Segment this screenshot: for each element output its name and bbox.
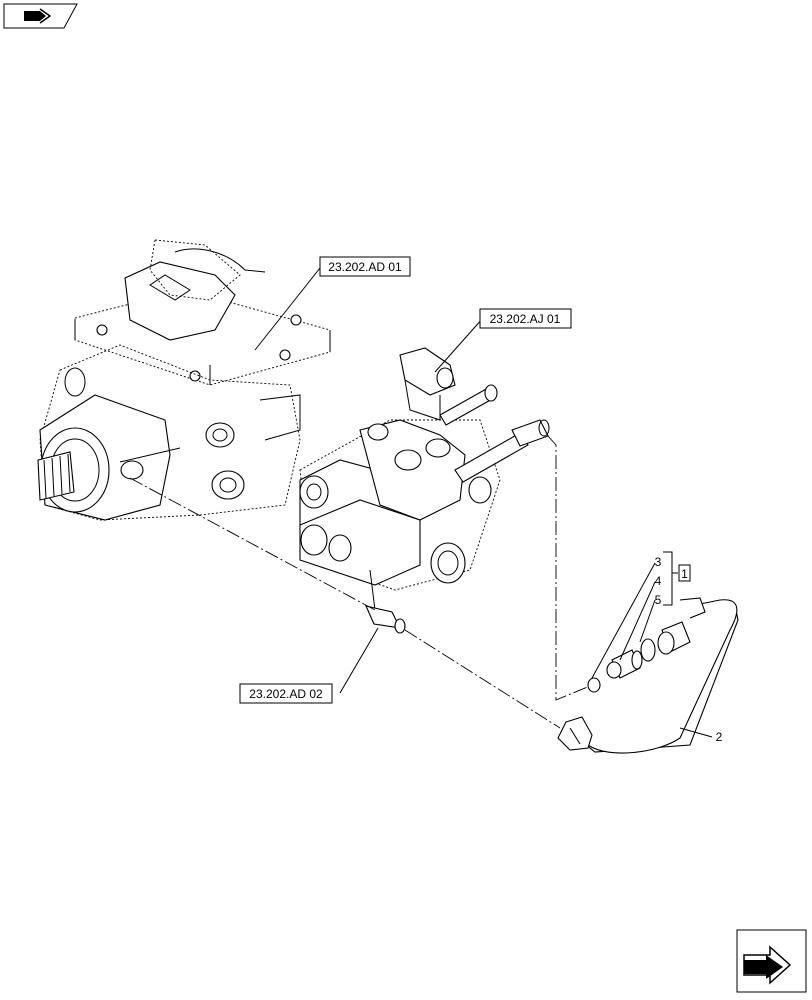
assembly-line-fitting-to-pipe [404,629,561,729]
callout-item-3: 3 [655,555,662,569]
bracket-item-1 [663,551,678,606]
callout-item-4: 4 [655,574,662,588]
reference-aj01[interactable]: 23.202.AJ 01 [479,308,572,329]
reference-ad02[interactable]: 23.202.AD 02 [239,683,333,704]
hydraulic-pump [37,239,331,521]
leader-ref-ad01 [254,267,321,351]
callout-item-2: 2 [716,730,723,744]
callout-item-1: 1 [678,564,691,582]
assembly-line-valve-to-oring [547,435,591,701]
leader-item-5 [639,599,656,643]
reference-aj01-text: 23.202.AJ 01 [490,312,561,326]
callout-item-5: 5 [655,593,662,607]
leader-item-3 [591,562,656,679]
callout-item-1-text: 1 [681,567,688,581]
leader-item-2 [679,727,713,738]
next-page-arrow-icon[interactable] [736,929,807,993]
pipe-assembly [557,597,739,754]
previous-page-arrow-icon[interactable] [3,3,78,29]
control-valve [299,347,550,634]
reference-ad02-text: 23.202.AD 02 [249,687,323,701]
assembly-line-pump-to-fitting [129,477,376,611]
leader-item-4 [619,581,656,661]
reference-ad01[interactable]: 23.202.AD 01 [319,256,411,277]
leader-ref-aj01 [434,317,484,373]
reference-ad01-text: 23.202.AD 01 [328,260,402,274]
leader-ref-ad02 [339,627,379,694]
